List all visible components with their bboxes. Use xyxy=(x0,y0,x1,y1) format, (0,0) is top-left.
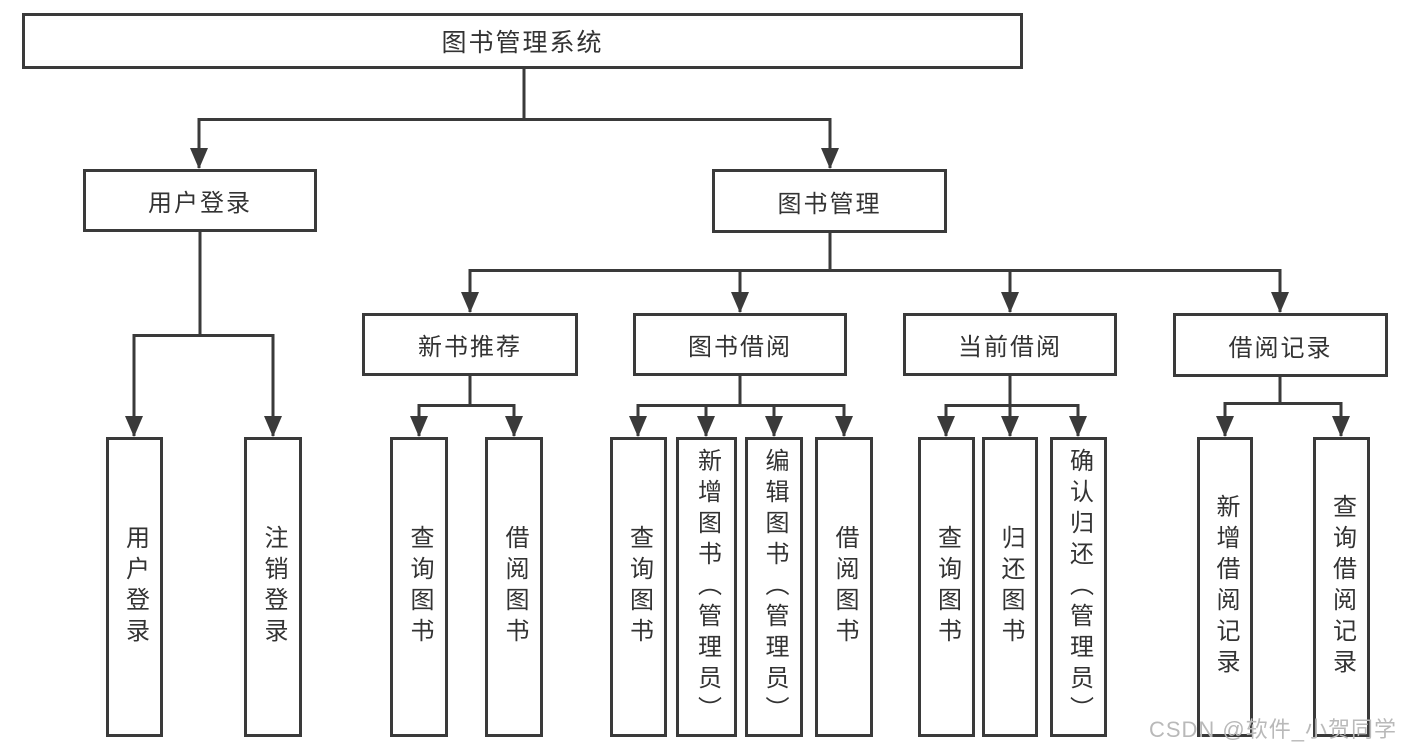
arrow-down-icon xyxy=(190,148,208,169)
arrow-down-icon xyxy=(1069,416,1087,437)
arrow-down-icon xyxy=(937,416,955,437)
node-borrow-records-label: 借阅记录 xyxy=(1228,334,1333,362)
arrow-down-icon xyxy=(765,416,783,437)
node-book-mgmt-label: 图书管理 xyxy=(777,190,882,218)
node-cb-query: 查询图书 xyxy=(918,437,975,737)
arrow-down-icon xyxy=(1271,292,1289,313)
node-book-borrow-label: 图书借阅 xyxy=(688,334,792,361)
connector-user-login-to-children xyxy=(132,232,275,436)
connector-borrow-records-to-children xyxy=(1223,377,1343,436)
arrow-down-icon xyxy=(125,416,143,437)
node-ul-login: 用户登录 xyxy=(106,437,163,737)
node-bb-borrow: 借阅图书 xyxy=(815,437,873,737)
node-ul-logout: 注销登录 xyxy=(244,437,302,737)
node-cb-confirm: 确认归还（管理员） xyxy=(1050,437,1107,737)
node-root-label: 图书管理系统 xyxy=(441,29,604,57)
arrow-down-icon xyxy=(1001,416,1019,437)
arrow-down-icon xyxy=(629,416,647,437)
node-book-mgmt: 图书管理 xyxy=(712,169,947,233)
arrow-down-icon xyxy=(821,148,839,169)
node-root: 图书管理系统 xyxy=(22,13,1023,69)
arrowheads xyxy=(125,148,1350,437)
arrow-down-icon xyxy=(697,416,715,437)
node-nb-borrow-label: 借阅图书 xyxy=(501,525,528,649)
connector-book-borrow-to-children xyxy=(636,376,846,436)
connector-book-mgmt-to-level3 xyxy=(468,233,1282,312)
node-user-login-label: 用户登录 xyxy=(148,190,252,217)
arrow-down-icon xyxy=(835,416,853,437)
node-user-login: 用户登录 xyxy=(83,169,317,232)
arrow-down-icon xyxy=(461,292,479,313)
node-bb-borrow-label: 借阅图书 xyxy=(831,525,858,649)
node-bb-edit-label: 编辑图书（管理员） xyxy=(761,447,788,727)
node-br-add-label: 新增借阅记录 xyxy=(1212,494,1239,680)
node-br-add: 新增借阅记录 xyxy=(1197,437,1253,737)
node-cb-return-label: 归还图书 xyxy=(997,525,1024,649)
node-new-book-rec: 新书推荐 xyxy=(362,313,578,376)
node-cb-return: 归还图书 xyxy=(982,437,1038,737)
node-ul-login-label: 用户登录 xyxy=(121,525,149,649)
arrow-down-icon xyxy=(410,416,428,437)
arrow-down-icon xyxy=(264,416,282,437)
node-cb-confirm-label: 确认归还（管理员） xyxy=(1065,447,1093,727)
connector-new-book-rec-to-children xyxy=(417,376,516,436)
node-bb-query: 查询图书 xyxy=(610,437,667,737)
arrow-down-icon xyxy=(1332,416,1350,437)
arrow-down-icon xyxy=(731,292,749,313)
node-bb-edit: 编辑图书（管理员） xyxy=(745,437,803,737)
node-br-query: 查询借阅记录 xyxy=(1313,437,1370,737)
node-current-borrow: 当前借阅 xyxy=(903,313,1117,376)
node-new-book-rec-label: 新书推荐 xyxy=(418,334,522,361)
node-bb-add-label: 新增图书（管理员） xyxy=(693,447,721,727)
arrow-down-icon xyxy=(1216,416,1234,437)
node-nb-borrow: 借阅图书 xyxy=(485,437,543,737)
csdn-watermark: CSDN @软件_小贺同学 xyxy=(1148,717,1397,742)
node-br-query-label: 查询借阅记录 xyxy=(1328,494,1356,680)
connector-root-to-level2 xyxy=(197,69,832,168)
node-ul-logout-label: 注销登录 xyxy=(260,525,287,649)
node-nb-query-label: 查询图书 xyxy=(406,525,433,649)
node-cb-query-label: 查询图书 xyxy=(933,525,961,649)
node-nb-query: 查询图书 xyxy=(390,437,448,737)
node-borrow-records: 借阅记录 xyxy=(1173,313,1388,377)
node-current-borrow-label: 当前借阅 xyxy=(958,334,1062,361)
arrow-down-icon xyxy=(1001,292,1019,313)
node-book-borrow: 图书借阅 xyxy=(633,313,847,376)
arrow-down-icon xyxy=(505,416,523,437)
node-bb-add: 新增图书（管理员） xyxy=(676,437,737,737)
node-bb-query-label: 查询图书 xyxy=(625,525,653,649)
